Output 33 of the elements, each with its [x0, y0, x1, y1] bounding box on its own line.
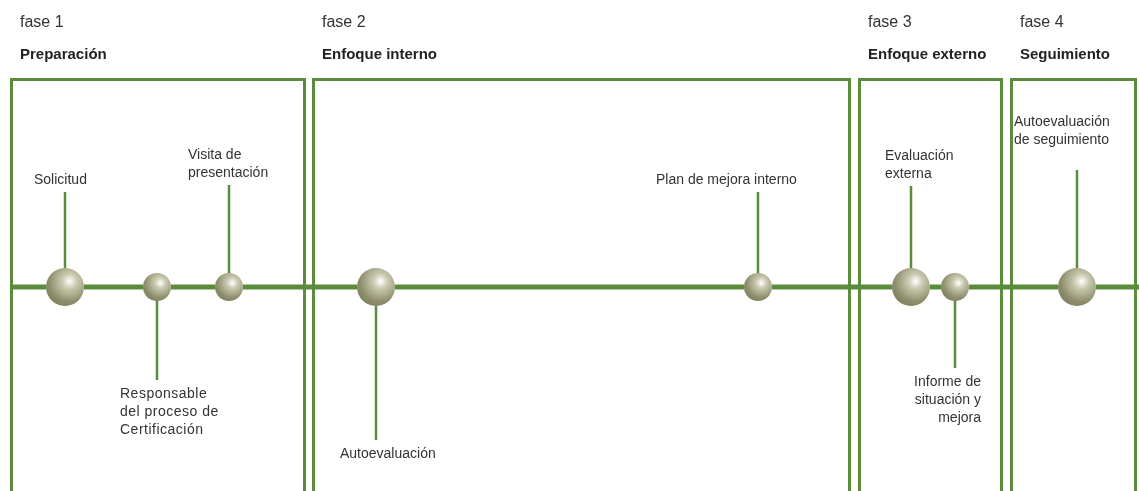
leader-line — [63, 192, 67, 268]
leader-line — [155, 301, 159, 380]
milestone-label: Evaluación externa — [885, 146, 985, 182]
leader-line — [374, 306, 378, 440]
phase-title: Enfoque interno — [322, 44, 437, 64]
milestone-label: Informe de situación y mejora — [887, 372, 981, 426]
leader-line — [953, 301, 957, 368]
leader-line — [909, 186, 913, 268]
timeline-line — [969, 284, 1058, 290]
milestone-label: Solicitud — [34, 170, 104, 188]
timeline-line — [243, 284, 357, 290]
timeline-line — [772, 284, 892, 290]
phase-number: fase 2 — [322, 12, 366, 32]
phase-title: Enfoque externo — [868, 44, 987, 64]
timeline-line — [84, 284, 143, 290]
timeline-line — [171, 284, 215, 290]
timeline-line — [395, 284, 744, 290]
phase-number: fase 1 — [20, 12, 64, 32]
phase-title: Seguimiento — [1020, 44, 1110, 64]
phase-title: Preparación — [20, 44, 107, 64]
leader-line — [1075, 170, 1079, 268]
milestone-label: Visita de presentación — [188, 145, 296, 181]
phase-number: fase 3 — [868, 12, 912, 32]
leader-line — [756, 192, 760, 273]
milestone-label: Autoevaluación de seguimiento — [1014, 112, 1114, 166]
milestone-label: Plan de mejora interno — [656, 170, 826, 188]
timeline-line — [930, 284, 941, 290]
phase-number: fase 4 — [1020, 12, 1064, 32]
milestone-label: Responsable del proceso de Certificación — [120, 384, 222, 438]
leader-line — [227, 185, 231, 273]
timeline-line — [1096, 284, 1139, 290]
milestone-label: Autoevaluación — [340, 444, 470, 462]
timeline-line — [10, 284, 46, 290]
